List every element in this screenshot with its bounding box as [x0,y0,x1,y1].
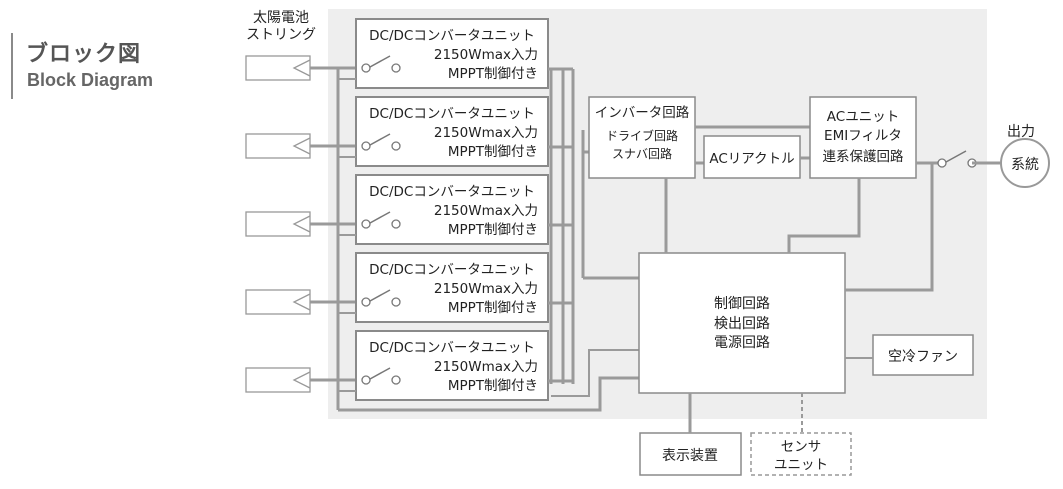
display-device-box [639,432,742,476]
pv-string-5 [245,367,311,393]
pv-panel-mark [292,137,311,155]
converter-4-line3: MPPT制御付き [448,300,538,316]
pv-panel-box [245,367,311,393]
switch-contact-left [361,141,371,151]
ac-unit-box [809,96,917,179]
sensor-line1: センサ [781,439,822,455]
sensor-unit-box [750,432,852,476]
pv-string-1 [245,55,311,81]
pv-string-3 [245,211,311,237]
switch-contact-right [391,375,401,385]
switch-blade [945,150,967,163]
converter-2-line3: MPPT制御付き [448,144,538,160]
output-label: 出力 [1007,124,1035,140]
switch-contact-left [361,219,371,229]
page-title: ブロック図 [26,42,142,67]
inverter-line2: ドライブ回路 [606,128,678,143]
dcdc-converter-5 [355,330,549,401]
pv-string-4 [245,289,311,315]
converter-5-line1: DC/DCコンバータユニット [369,340,535,356]
converter-5-switch-icon [361,367,401,385]
converter-1-line3: MPPT制御付き [448,66,538,82]
dcdc-converter-1 [355,18,549,89]
ac-reactor-label: ACリアクトル [709,151,794,167]
dcdc-converter-4 [355,252,549,323]
acunit-to-control [787,178,861,253]
converter-2-switch-icon [361,133,401,151]
cooling-fan-label: 空冷ファン [888,349,958,365]
switch-blade [369,211,391,224]
switch-contact-right [391,63,401,73]
converter-3-line1: DC/DCコンバータユニット [369,184,535,200]
title-accent-bar [11,33,13,99]
switch-blade [369,55,391,68]
control-link [551,349,639,397]
switch-blade [369,367,391,380]
pv-panel-mark [292,59,311,77]
pv-panel-box [245,55,311,81]
control-line3: 電源回路 [714,335,770,351]
aux-bus-bottom [338,376,639,412]
switch-contact-right [391,219,401,229]
grid-circle [1000,138,1050,188]
pv-string-2 [245,133,311,159]
cooling-fan-box [872,334,974,376]
ac-unit-line1: ACユニット [827,109,899,125]
converter-3-line2: 2150Wmax入力 [434,203,538,219]
converter-5-line2: 2150Wmax入力 [434,359,538,375]
switch-contact-left [361,375,371,385]
switch-contact-left [361,63,371,73]
grid-label: 系統 [1011,157,1039,173]
dcdc-converter-3 [355,174,549,245]
pv-panel-mark [292,371,311,389]
switch-blade [369,289,391,302]
control-to-output [845,163,934,292]
pv-panel-mark [292,215,311,233]
pv-panel-box [245,211,311,237]
switch-contact-left [937,158,947,168]
converter-4-switch-icon [361,289,401,307]
ac-unit-line2: EMIフィルタ [824,128,902,144]
switch-contact-right [391,297,401,307]
inverter-line3: スナバ回路 [612,146,672,161]
sensor-line2: ユニット [774,457,828,473]
inverter-circuit-box [588,96,696,179]
control-line1: 制御回路 [714,296,770,312]
ac-unit-line3: 連系保護回路 [823,149,904,165]
control-circuit-box [638,252,846,394]
converter-3-switch-icon [361,211,401,229]
dcdc-converter-2 [355,96,549,167]
converter-1-line2: 2150Wmax入力 [434,47,538,63]
converter-2-line1: DC/DCコンバータユニット [369,106,535,122]
page-subtitle: Block Diagram [27,70,154,90]
switch-contact-left [361,297,371,307]
switch-contact-right [391,141,401,151]
switch-blade [369,133,391,146]
converter-1-line1: DC/DCコンバータユニット [369,28,535,44]
converter-4-line1: DC/DCコンバータユニット [369,262,535,278]
pv-panel-mark [292,293,311,311]
converter-1-switch-icon [361,55,401,73]
converter-5-line3: MPPT制御付き [448,378,538,394]
pv-string-label: 太陽電池 ストリング [246,10,316,43]
converter-4-line2: 2150Wmax入力 [434,281,538,297]
display-device-label: 表示装置 [662,448,718,464]
control-line2: 検出回路 [714,316,770,332]
converter-2-line2: 2150Wmax入力 [434,125,538,141]
pv-panel-box [245,133,311,159]
converter-3-line3: MPPT制御付き [448,222,538,238]
pv-panel-box [245,289,311,315]
inverter-line1: インバータ回路 [595,105,690,121]
